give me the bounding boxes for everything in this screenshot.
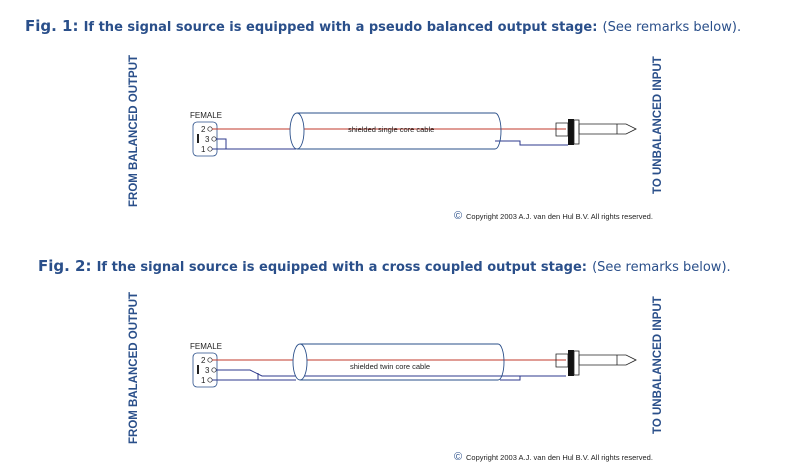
figure-1-question: If the signal source is equipped with a …	[83, 20, 598, 35]
pin-3-contact	[211, 367, 217, 373]
to-unbalanced-input-label: TO UNBALANCED INPUT	[652, 56, 664, 194]
from-balanced-output-label: FROM BALANCED OUTPUT	[128, 55, 140, 207]
shielded-cable: shielded twin core cable	[292, 343, 505, 381]
pin-1-contact	[207, 146, 213, 152]
shielded-cable: shielded single core cable	[289, 112, 502, 150]
to-unbalanced-input-label: TO UNBALANCED INPUT	[652, 296, 664, 434]
connector-gender-label: FEMALE	[190, 111, 222, 120]
figure-2-question: If the signal source is equipped with a …	[96, 260, 587, 275]
copyright-notice: © Copyright 2003 A.J. van den Hul B.V. A…	[454, 210, 653, 222]
xlr-latch-notch	[197, 134, 199, 143]
pin-3-label: 3	[205, 366, 210, 375]
plug-shaft	[578, 123, 637, 135]
pin-1-label: 1	[201, 376, 206, 385]
jack-plug	[555, 119, 637, 145]
cable-left-end	[289, 112, 305, 150]
pin-2-label: 2	[201, 125, 206, 134]
ground-wire	[212, 373, 296, 381]
cable-outline	[297, 112, 502, 150]
pin-1-contact	[207, 377, 213, 383]
cable-left-end	[292, 343, 308, 381]
copyright-notice: © Copyright 2003 A.J. van den Hul B.V. A…	[454, 451, 653, 463]
from-balanced-output-label: FROM BALANCED OUTPUT	[128, 292, 140, 444]
cable-type-label: shielded single core cable	[348, 125, 434, 134]
jack-plug	[555, 350, 637, 376]
cold-wire	[216, 369, 566, 377]
figure-1-title: Fig. 1: If the signal source is equipped…	[25, 16, 741, 35]
cable-outline	[300, 343, 505, 381]
plug-collar	[568, 350, 574, 376]
figure-2-number: Fig. 2:	[38, 257, 92, 275]
copyright-text: Copyright 2003 A.J. van den Hul B.V. All…	[466, 212, 653, 221]
xlr-latch-notch	[197, 365, 199, 374]
pin-2-contact	[207, 126, 213, 132]
shield-drain-wire	[495, 140, 568, 146]
figure-1-number: Fig. 1:	[25, 17, 79, 35]
pin-3-label: 3	[205, 135, 210, 144]
plug-sleeve	[573, 350, 580, 376]
connector-gender-label: FEMALE	[190, 342, 222, 351]
figure-2-wiring-diagram: FROM BALANCED OUTPUT TO UNBALANCED INPUT…	[128, 292, 664, 463]
pin-3-contact	[211, 136, 217, 142]
figure-2-title: Fig. 2: If the signal source is equipped…	[38, 256, 731, 275]
plug-sleeve	[573, 119, 580, 145]
pin-2-label: 2	[201, 356, 206, 365]
figure-1-wiring-diagram: FROM BALANCED OUTPUT TO UNBALANCED INPUT…	[128, 55, 664, 222]
ground-wire	[212, 138, 296, 150]
copyright-symbol: ©	[454, 451, 462, 463]
copyright-symbol: ©	[454, 210, 462, 222]
shield-drain-wire	[500, 376, 521, 381]
pin-1-label: 1	[201, 145, 206, 154]
pin-2-contact	[207, 357, 213, 363]
cable-type-label: shielded twin core cable	[350, 362, 430, 371]
figure-2-remarks: (See remarks below).	[592, 260, 731, 275]
plug-collar	[568, 119, 574, 145]
figure-1-remarks: (See remarks below).	[602, 20, 742, 35]
plug-shaft	[578, 354, 637, 366]
copyright-text: Copyright 2003 A.J. van den Hul B.V. All…	[466, 453, 653, 462]
